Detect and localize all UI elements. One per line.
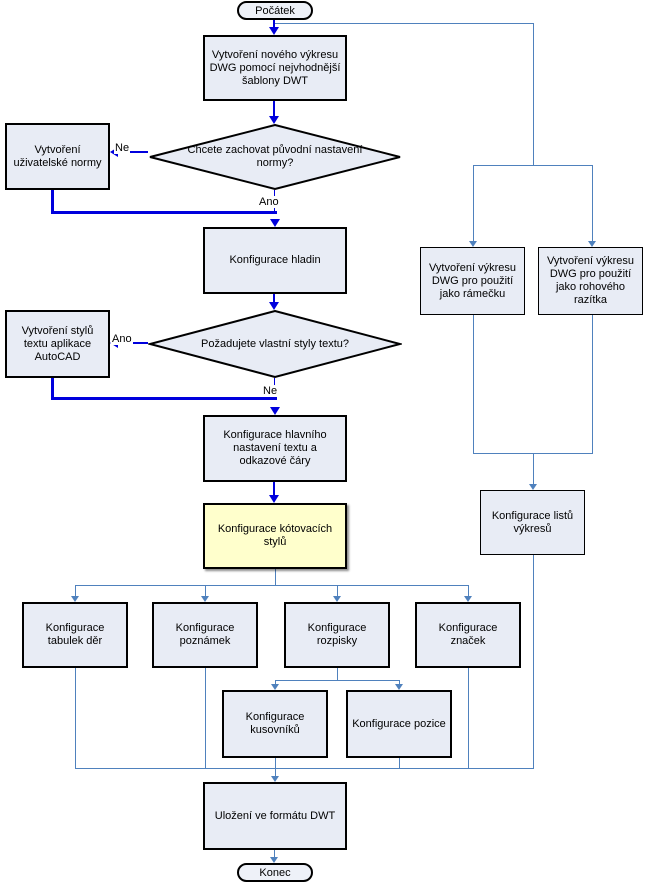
process-notes: Konfigurace poznámek bbox=[152, 602, 258, 668]
arrowhead-into-holetables bbox=[71, 596, 79, 602]
arrowhead-into-layers bbox=[270, 219, 280, 227]
process-sheets: Konfigurace listů výkresů bbox=[480, 490, 585, 555]
connector-newdwg-to-decision1 bbox=[273, 101, 275, 117]
connector-partslist-down bbox=[337, 668, 338, 681]
arrowhead-into-symbols bbox=[464, 596, 472, 602]
process-parts-list: Konfigurace rozpisky bbox=[284, 602, 390, 668]
connector-usernorm-down bbox=[51, 190, 54, 213]
arrowhead-into-dimstyles bbox=[269, 495, 279, 503]
connector-start-to-newdwg bbox=[273, 20, 275, 28]
connector-textstyles-elbow bbox=[51, 397, 277, 400]
connector-bom-down bbox=[275, 758, 276, 769]
process-user-norm: Vytvoření uživatelské normy bbox=[5, 123, 110, 190]
process-main-text: Konfigurace hlavního nastavení textu a o… bbox=[203, 415, 347, 482]
decision-keep-norm-shape bbox=[149, 124, 401, 190]
connector-right-split-h bbox=[473, 165, 593, 166]
process-hole-tables: Konfigurace tabulek děr bbox=[22, 602, 128, 668]
arrowhead-into-titleblock bbox=[588, 241, 596, 247]
process-dim-styles: Konfigurace kótovacích stylů bbox=[203, 503, 347, 569]
connector-titleblock-down bbox=[592, 315, 593, 454]
connector-layers-to-decision2 bbox=[273, 294, 275, 304]
connector-holetables-down bbox=[75, 668, 76, 769]
arrowhead-into-save bbox=[271, 776, 279, 782]
process-save-dwt: Uložení ve formátu DWT bbox=[203, 782, 347, 850]
connector-four-split-h bbox=[75, 585, 469, 586]
terminator-start: Počátek bbox=[237, 1, 313, 20]
connector-save-to-end bbox=[274, 850, 275, 858]
terminator-end: Konec bbox=[237, 863, 313, 882]
process-symbols: Konfigurace značek bbox=[415, 602, 521, 668]
arrowhead-into-notes bbox=[201, 596, 209, 602]
connector-into-bom-v bbox=[275, 680, 276, 685]
arrowhead-into-end bbox=[270, 857, 278, 863]
connector-into-titleblock-v bbox=[592, 165, 593, 241]
connector-into-partslist-v bbox=[337, 585, 338, 597]
process-frame-dwg: Vytvoření výkresu DWG pro použití jako r… bbox=[420, 247, 525, 315]
arrowhead-into-decision2 bbox=[269, 302, 279, 310]
connector-maintext-to-dimstyles bbox=[273, 482, 275, 496]
connector-into-frame-v bbox=[473, 165, 474, 241]
process-new-dwg: Vytvoření nového výkresu DWG pomocí nejv… bbox=[203, 35, 347, 101]
arrowhead-into-sheets bbox=[529, 484, 537, 490]
connector-symbols-down bbox=[468, 668, 469, 769]
connector-top-branch-h bbox=[275, 23, 533, 24]
connector-dimstyles-down bbox=[275, 569, 276, 586]
connector-top-branch-v bbox=[533, 23, 534, 165]
connector-notes-down bbox=[205, 668, 206, 769]
decision-keep-norm-label: Chcete zachovat původní nastavení normy? bbox=[187, 144, 363, 169]
connector-decision2-yes bbox=[118, 342, 148, 344]
arrowhead-into-frame bbox=[469, 241, 477, 247]
edge-label-no-2: Ne bbox=[262, 385, 279, 397]
arrowhead-into-maintext bbox=[270, 407, 280, 415]
connector-into-symbols-v bbox=[468, 585, 469, 597]
connector-balloons-down bbox=[399, 758, 400, 769]
connector-sheets-down bbox=[533, 555, 534, 769]
edge-label-yes-1: Ano bbox=[258, 196, 280, 208]
arrowhead-into-partslist bbox=[333, 596, 341, 602]
edge-label-yes-2: Ano bbox=[111, 333, 133, 345]
process-balloons: Konfigurace pozice bbox=[346, 690, 452, 758]
connector-frame-down bbox=[473, 315, 474, 454]
connector-textstyles-down bbox=[51, 378, 54, 399]
connector-into-save-v bbox=[275, 768, 276, 777]
process-layers: Konfigurace hladin bbox=[203, 227, 347, 294]
decision-text-styles-label: Požadujete vlastní styly textu? bbox=[201, 337, 349, 350]
connector-sub-split-h bbox=[275, 680, 400, 681]
arrowhead-into-balloons bbox=[395, 684, 403, 690]
connector-into-sheets-v bbox=[533, 453, 534, 485]
connector-into-notes-v bbox=[205, 585, 206, 597]
arrowhead-into-newdwg bbox=[269, 27, 279, 35]
process-titleblock-dwg: Vytvoření výkresu DWG pro použití jako r… bbox=[538, 247, 643, 315]
arrowhead-into-decision1 bbox=[269, 116, 279, 124]
process-bom: Konfigurace kusovníků bbox=[222, 690, 328, 758]
connector-decision1-no bbox=[118, 151, 148, 153]
decision-text-styles-shape bbox=[148, 310, 402, 378]
connector-into-holetables-v bbox=[75, 585, 76, 597]
connector-usernorm-elbow bbox=[51, 211, 277, 214]
arrowhead-into-bom bbox=[271, 684, 279, 690]
process-text-styles: Vytvoření stylů textu aplikace AutoCAD bbox=[5, 310, 110, 378]
edge-label-no-1: Ne bbox=[114, 142, 131, 154]
connector-into-balloons-v bbox=[399, 680, 400, 685]
connector-bottom-merge-h bbox=[75, 768, 534, 769]
